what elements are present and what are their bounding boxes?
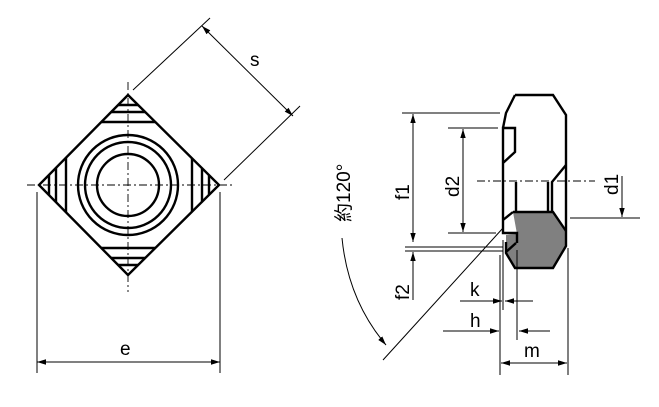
angle-label: 約120°: [333, 164, 355, 222]
s-extension-line-2: [223, 105, 301, 181]
d1-label: d1: [602, 174, 623, 195]
bore-circle: [95, 152, 161, 218]
weld-projection-hatching: [47, 103, 211, 267]
f1-label: f1: [393, 184, 414, 200]
s-dimension-line: [201, 25, 294, 117]
f2-label: f2: [393, 284, 414, 300]
angle-annotation: 約120°: [333, 164, 504, 361]
s-label: s: [250, 50, 260, 71]
d2-label: d2: [443, 176, 464, 197]
outer-circle: [76, 133, 180, 237]
middle-circle: [83, 140, 173, 230]
k-label: k: [470, 280, 480, 301]
angle-arc: [341, 237, 387, 346]
h-label: h: [470, 311, 481, 332]
nut-outline: [501, 93, 568, 270]
top-view: s e: [27, 17, 301, 373]
e-label: e: [120, 339, 131, 360]
m-label: m: [524, 341, 540, 362]
side-view: f1 d2 d1 f2 k h m: [393, 93, 640, 375]
thread-lines: [502, 164, 567, 232]
s-extension-line-1: [132, 17, 211, 91]
angle-reference-line: [382, 227, 504, 361]
square-outline: [37, 93, 221, 277]
